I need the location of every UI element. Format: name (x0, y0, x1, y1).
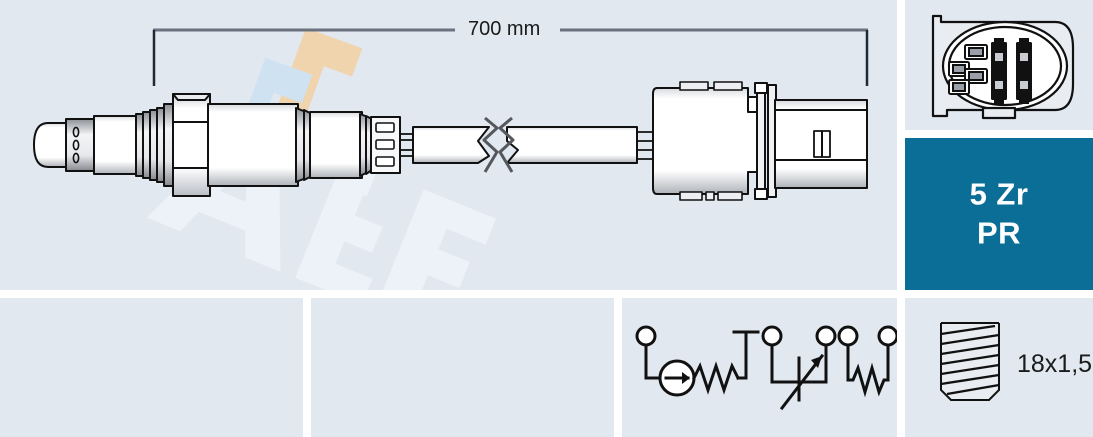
sensor-tip (33, 118, 97, 172)
circuit-heater-resistor (837, 325, 897, 398)
circuit-current-source (635, 325, 760, 397)
badge-line-2: PR (976, 215, 1022, 250)
sensor-assembly-drawing (33, 81, 868, 201)
main-drawing-panel: 700 mm (0, 0, 897, 290)
thread-spec-label: 18x1,5 (1017, 350, 1093, 378)
connector-terminals (948, 44, 988, 95)
cable-sheath-right (506, 126, 638, 164)
badge-line-1: 5 Zr (969, 176, 1029, 212)
hex-nut (172, 93, 211, 197)
connector-face-panel (905, 0, 1093, 130)
thread-spec-panel: 18x1,5 (905, 298, 1093, 437)
blank-panel-2 (311, 298, 614, 437)
product-code-badge: 5 Zr PR (905, 138, 1093, 290)
sensor-sleeve (93, 115, 139, 175)
sensor-body (207, 103, 299, 187)
connector-pins (991, 38, 1032, 104)
cable-grommet (370, 116, 401, 174)
dimension-label: 700 mm (468, 18, 541, 40)
connector-pinout-icon (931, 14, 1075, 120)
connector-plug (774, 99, 868, 189)
cable-sheath-left (412, 126, 490, 164)
cable-break-symbol (482, 116, 515, 173)
connector-keyway-bottom (981, 106, 1017, 120)
thread-bellows (135, 103, 176, 187)
wiring-schematic-icon (635, 325, 897, 411)
sensor-upper-body (309, 111, 363, 179)
grommet-wires (399, 133, 414, 157)
connector-latch (754, 82, 777, 200)
blank-panel-1 (0, 298, 303, 437)
circuit-variable-resistor (761, 325, 837, 411)
thread-icon (940, 322, 1000, 401)
connector-housing (652, 81, 758, 201)
wiring-schematic-panel (622, 298, 897, 437)
dimension-line-group (152, 28, 869, 86)
